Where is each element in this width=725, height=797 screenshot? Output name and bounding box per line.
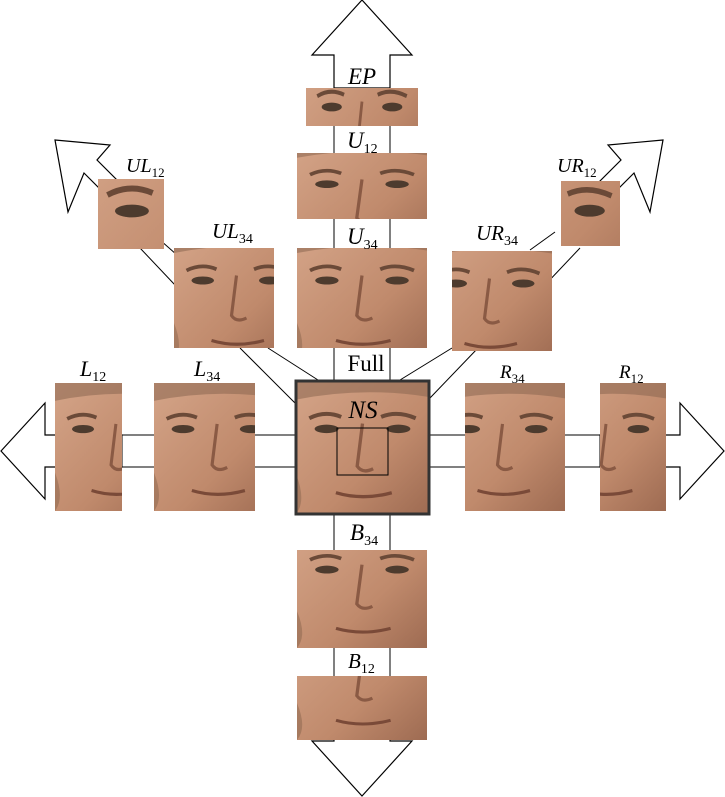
label-u12: U12 bbox=[347, 128, 378, 157]
label-l34: L34 bbox=[193, 356, 220, 385]
connector-ul-inner bbox=[239, 347, 298, 406]
label-ns: NS bbox=[347, 397, 378, 424]
crop-ur34 bbox=[452, 251, 552, 351]
connector-ur-inner bbox=[429, 347, 479, 399]
label-ul12: UL12 bbox=[126, 155, 165, 180]
connector-ul-outer bbox=[139, 247, 176, 286]
nose-region-box bbox=[336, 427, 389, 476]
crop-u34 bbox=[297, 248, 427, 348]
label-ep: EP bbox=[347, 64, 376, 89]
crop-full bbox=[294, 379, 431, 516]
crop-ul34 bbox=[174, 248, 274, 348]
label-l12: L12 bbox=[79, 356, 106, 385]
label-r12: R12 bbox=[618, 362, 644, 386]
label-ul34: UL34 bbox=[212, 219, 253, 247]
label-u34: U34 bbox=[347, 224, 378, 253]
connector-ur-outer-2 bbox=[529, 231, 556, 251]
full-frame bbox=[294, 379, 431, 516]
label-full: Full bbox=[347, 351, 384, 376]
label-b12: B12 bbox=[348, 649, 375, 677]
connector-ur-inner-2 bbox=[399, 347, 453, 381]
label-ur12: UR12 bbox=[557, 155, 597, 180]
label-ur34: UR34 bbox=[476, 221, 518, 249]
label-r34: R34 bbox=[499, 362, 525, 386]
label-b34: B34 bbox=[350, 520, 378, 549]
connector-ul-inner-2 bbox=[267, 347, 319, 381]
